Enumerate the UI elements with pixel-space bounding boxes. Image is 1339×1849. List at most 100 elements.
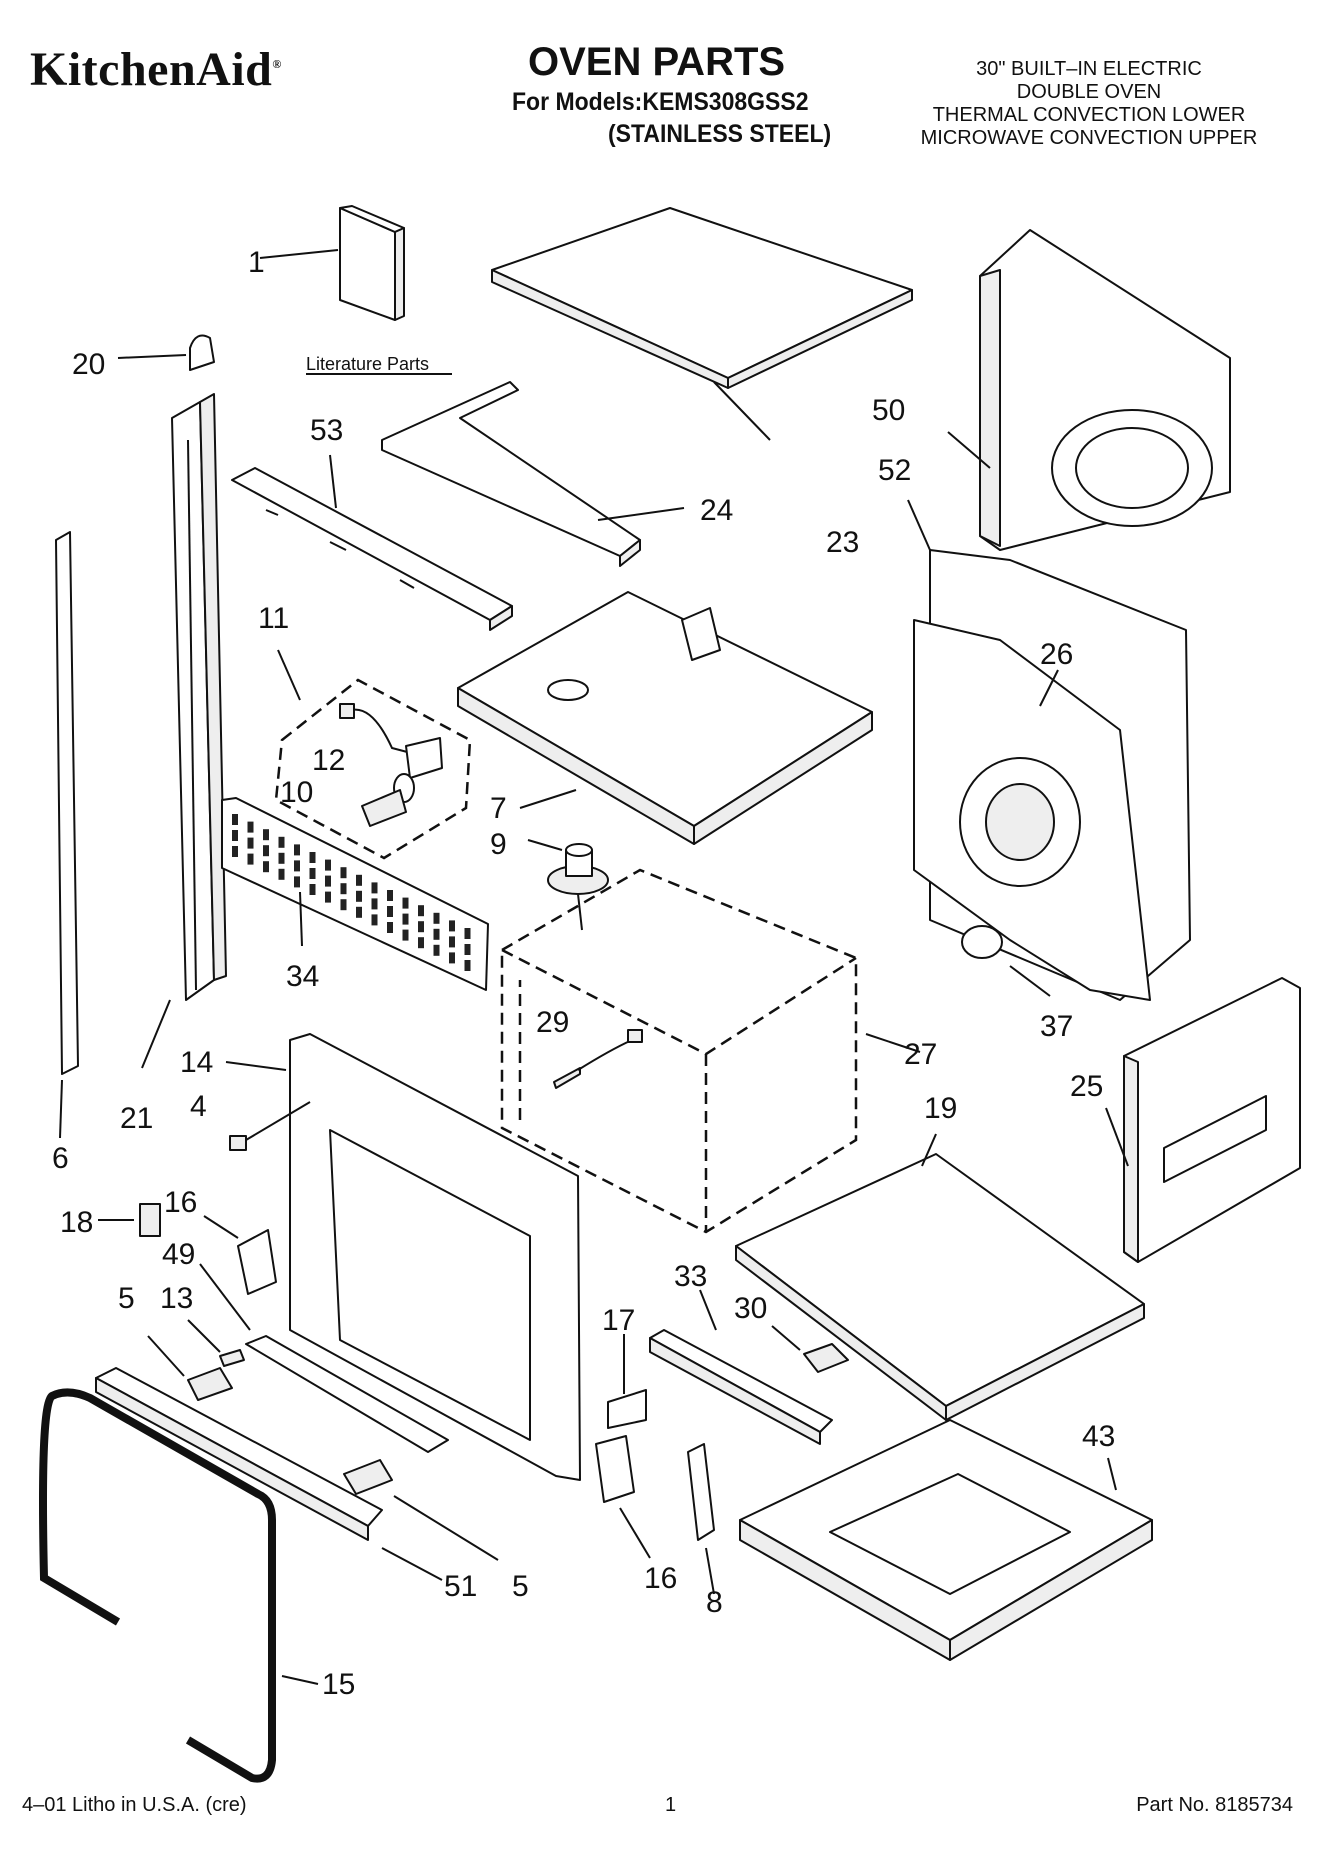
- callout-number: 8: [706, 1586, 723, 1619]
- page-title: OVEN PARTS: [528, 40, 786, 84]
- grille-slot: [294, 876, 300, 888]
- callout-number: 25: [1070, 1070, 1103, 1103]
- callout-number: 17: [602, 1304, 635, 1337]
- grille-slot: [449, 936, 455, 948]
- model-line: For Models:KEMS308GSS2: [512, 88, 809, 116]
- callout-number: 37: [1040, 1010, 1073, 1043]
- callout-number: 27: [904, 1038, 937, 1071]
- grille-slot: [433, 944, 440, 956]
- part-insulation: [199, 1263, 449, 1453]
- callout-number: 16: [164, 1186, 197, 1219]
- grille-slot: [325, 875, 331, 887]
- part-side-panel: [1105, 977, 1301, 1263]
- part-literature: [259, 205, 405, 321]
- callout-number: 14: [180, 1046, 213, 1079]
- part-hinge-lower: [595, 1435, 651, 1559]
- grille-slot: [418, 937, 424, 949]
- grille-slot: [402, 897, 409, 909]
- callout-number: 52: [878, 454, 911, 487]
- literature-label: Literature Parts: [306, 354, 429, 374]
- grille-slot: [278, 852, 285, 864]
- grille-slot: [371, 914, 378, 926]
- grille-slot: [402, 929, 409, 941]
- part-bracket: [649, 1289, 833, 1445]
- grille-slot: [433, 912, 440, 924]
- part-thermostat: [961, 925, 1051, 997]
- grille-slot: [263, 845, 269, 857]
- description-line: 30" BUILT–IN ELECTRIC: [976, 58, 1202, 80]
- finish-line: (STAINLESS STEEL): [608, 120, 832, 148]
- callout-number: 6: [52, 1142, 69, 1175]
- grille-slot: [387, 922, 393, 933]
- callout-number: 50: [872, 394, 905, 427]
- callout-number: 43: [1082, 1420, 1115, 1453]
- part-vent-grille: [221, 797, 489, 991]
- grille-slot: [449, 952, 455, 964]
- grille-slot: [371, 898, 378, 910]
- part-thin-trim: [55, 531, 79, 1139]
- grille-slot: [247, 853, 254, 865]
- footer-page-number: 1: [665, 1794, 677, 1816]
- part-strip: [687, 1443, 715, 1595]
- grille-slot: [309, 884, 316, 895]
- part-small-bracket: [607, 1334, 647, 1429]
- callout-number: 10: [280, 776, 313, 809]
- callout-number: 29: [536, 1006, 569, 1039]
- grille-slot: [325, 859, 331, 871]
- grille-slot: [356, 874, 362, 886]
- description-line: THERMAL CONVECTION LOWER: [932, 104, 1246, 126]
- grille-slot: [402, 913, 409, 925]
- part-convection-baffle: [913, 619, 1151, 1001]
- grille-slot: [356, 906, 362, 918]
- part-clip: [771, 1325, 849, 1373]
- grille-slot: [247, 821, 254, 833]
- grille-slot: [340, 883, 347, 895]
- grille-slot: [449, 920, 455, 932]
- description-line: MICROWAVE CONVECTION UPPER: [920, 127, 1258, 149]
- callout-number: 53: [310, 414, 343, 447]
- grille-slot: [263, 829, 269, 841]
- grille-slot: [418, 905, 424, 917]
- part-oven-cavity: [500, 868, 921, 1234]
- part-bottom-vent: [95, 1367, 443, 1581]
- callout-number: 1: [248, 246, 265, 279]
- grille-slot: [356, 890, 362, 902]
- part-bottom-wrapper: [735, 1133, 1145, 1421]
- callout-number: 33: [674, 1260, 707, 1293]
- footer-part-number: Part No. 8185734: [1136, 1794, 1293, 1816]
- callout-number: 21: [120, 1102, 153, 1135]
- grille-slot: [387, 890, 393, 901]
- part-hinge-upper: [203, 1215, 277, 1295]
- grille-slot: [232, 830, 238, 841]
- part-cap: [117, 334, 215, 371]
- grille-slot: [232, 846, 238, 857]
- grille-slot: [340, 867, 347, 879]
- part-top-panel: [491, 207, 913, 441]
- part-oven-top: [457, 591, 873, 845]
- grille-slot: [247, 837, 254, 849]
- callout-number: 24: [700, 494, 733, 527]
- part-vent-channel: [231, 454, 513, 631]
- grille-slot: [371, 882, 378, 894]
- part-tab: [187, 1319, 245, 1367]
- callout-number: 12: [312, 744, 345, 777]
- brand-logo: KitchenAid®: [30, 43, 282, 96]
- callout-number: 30: [734, 1292, 767, 1325]
- part-front-frame: [225, 1033, 581, 1481]
- part-fan-motor: [527, 839, 609, 931]
- callout-number: 5: [118, 1282, 135, 1315]
- callout-number: 49: [162, 1238, 195, 1271]
- callout-number: 51: [444, 1570, 477, 1603]
- callout-number: 13: [160, 1282, 193, 1315]
- callout-number: 20: [72, 348, 105, 381]
- footer-litho: 4–01 Litho in U.S.A. (cre): [22, 1794, 247, 1816]
- grille-slot: [232, 814, 238, 825]
- grille-slot: [464, 944, 471, 955]
- grille-slot: [278, 868, 285, 880]
- part-light-assembly: [274, 649, 472, 860]
- callout-number: 11: [258, 602, 289, 635]
- grille-slot: [433, 928, 440, 940]
- description-line: DOUBLE OVEN: [1016, 81, 1162, 103]
- callout-number: 34: [286, 960, 319, 993]
